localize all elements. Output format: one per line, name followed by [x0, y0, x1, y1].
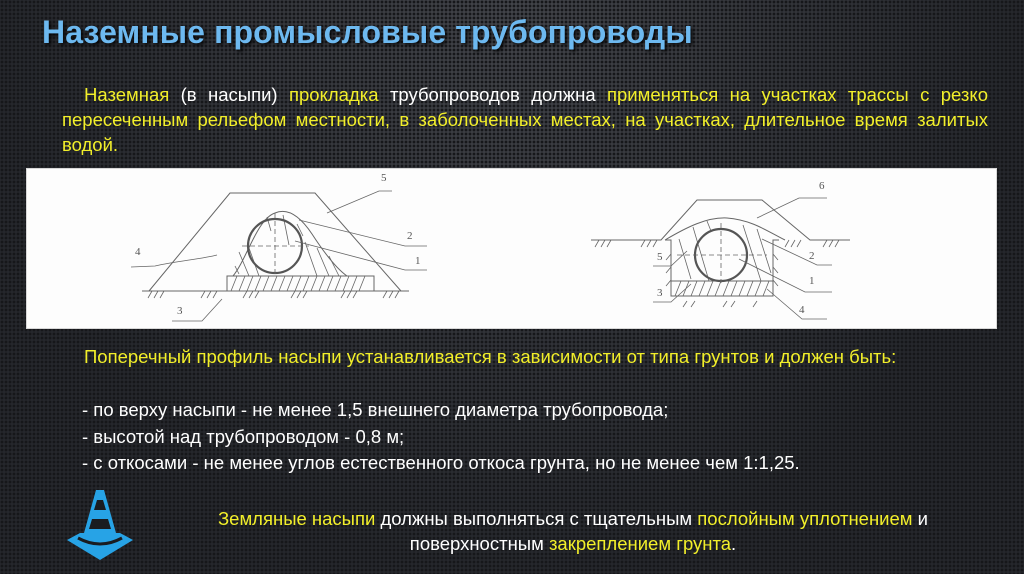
left-label-4: 4 [135, 246, 141, 258]
right-label-2: 2 [809, 250, 815, 262]
left-embankment-diagram: 4 2 1 5 3 [130, 172, 427, 322]
right-semi-buried-diagram: 6 2 1 4 5 3 [591, 180, 850, 320]
list-item: - по верху насыпи - не менее 1,5 внешнег… [82, 399, 669, 420]
left-label-3: 3 [177, 305, 183, 317]
slide-title: Наземные промысловые трубопроводы [42, 14, 693, 50]
note-seg-0: Земляные насыпи [217, 508, 376, 529]
left-label-2: 2 [407, 230, 413, 242]
list-item: - с откосами - не менее углов естественн… [82, 452, 800, 473]
right-label-6: 6 [819, 180, 825, 192]
list-item: - высотой над трубопроводом - 0,8 м; [82, 425, 405, 447]
intro-seg-3: трубопроводов должна [378, 84, 607, 105]
intro-seg-2: прокладка [288, 84, 379, 105]
diagram-panel: 4 2 1 5 3 [26, 168, 997, 329]
left-label-5: 5 [381, 172, 387, 184]
note-seg-1: должны выполняться с тщательным [375, 508, 698, 529]
intro-seg-4: применяться на участках трассы с резко п… [62, 84, 988, 155]
right-label-3: 3 [657, 287, 663, 299]
note-seg-2: послойным уплотнением [697, 508, 913, 529]
intro-seg-1: (в насыпи) [169, 84, 289, 105]
note-seg-3: и поверхностным [409, 508, 928, 554]
left-label-1: 1 [415, 255, 421, 267]
embankment-note: Земляные насыпи должны выполняться с тща… [150, 506, 996, 556]
note-seg-5: . [731, 533, 737, 554]
note-seg-4: закреплением грунта [548, 533, 732, 554]
intro-paragraph: Наземная (в насыпи) прокладка трубопрово… [62, 82, 988, 157]
profile-paragraph: Поперечный профиль насыпи устанавливаетс… [84, 346, 897, 367]
intro-seg-0: Наземная [84, 84, 170, 105]
right-label-4: 4 [799, 304, 805, 316]
traffic-cone-icon [64, 484, 136, 560]
profile-requirements-list: - по верху насыпи - не менее 1,5 внешнег… [82, 397, 800, 477]
pipeline-cross-section-diagrams: 4 2 1 5 3 [130, 172, 850, 322]
right-label-1: 1 [809, 275, 815, 287]
right-label-5: 5 [657, 251, 663, 263]
